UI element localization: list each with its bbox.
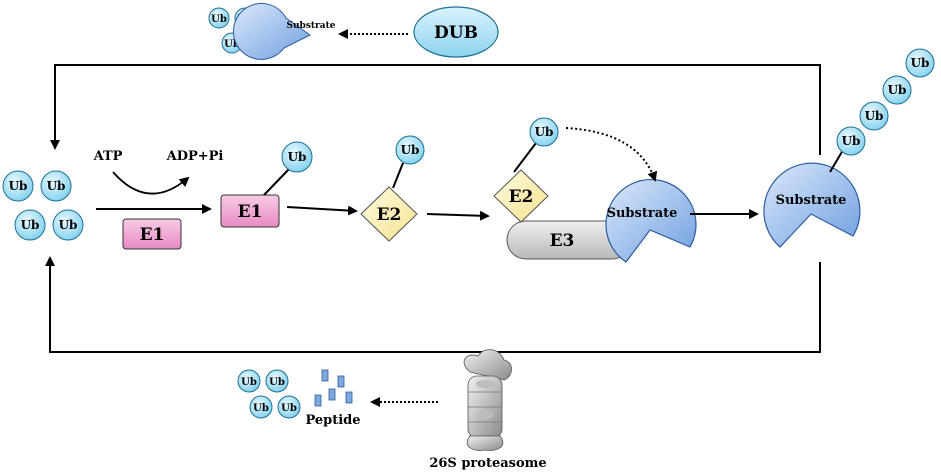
peptide-fragment: [345, 391, 353, 404]
ub-circle: [529, 117, 559, 147]
proteasome-illustration-icon: [463, 349, 512, 451]
ub-label: Ub: [21, 218, 40, 232]
substrate-pacman-icon: [605, 178, 697, 263]
e1-to-e2-arrow: [286, 205, 358, 216]
e2-label: E2: [509, 187, 534, 207]
ub-circle: [237, 369, 261, 393]
ub-label: Ub: [59, 218, 78, 232]
ub-circle: [395, 135, 425, 165]
substrate-pacman-icon: [763, 162, 861, 248]
ub-label: Ub: [211, 14, 227, 25]
e2-diamond: [360, 186, 418, 242]
ub-label: Ub: [253, 403, 269, 414]
ub-label: Ub: [224, 39, 240, 50]
ub-label: Ub: [535, 125, 554, 139]
ub-label: Ub: [842, 134, 861, 148]
ub-label: Ub: [865, 109, 884, 123]
ub-label: Ub: [9, 179, 28, 193]
e3-complex: E3 Substrate E2 Ub: [493, 117, 697, 263]
ub-circle: [52, 209, 84, 241]
e2-to-e3-arrow: [426, 210, 490, 221]
ub-circle: [2, 170, 34, 202]
bottom-cycle-line: [45, 256, 821, 353]
thioester-bond: [392, 162, 404, 189]
atp-curve-arrow: [112, 171, 190, 195]
substrate-pacman-icon: [232, 2, 311, 60]
peptide-fragment: [328, 388, 336, 401]
free-ub-pool: Ub Ub Ub Ub: [2, 170, 84, 241]
ub-label: Ub: [288, 150, 307, 164]
adp-pi-label: ADP+Pi: [166, 149, 224, 164]
ub-label: Ub: [888, 83, 907, 97]
thioester-bond: [513, 142, 537, 173]
e2-ub-complex: E2 Ub: [360, 135, 425, 242]
e2-diamond: [493, 169, 549, 223]
ub-circle: [265, 369, 289, 393]
thioester-bond: [263, 167, 291, 196]
e1-ub-complex: E1 Ub: [220, 141, 313, 228]
substrate-label: Substrate: [776, 193, 847, 208]
polyub-substrate: Substrate Ub Ub Ub Ub: [763, 48, 935, 248]
e1-label: E1: [140, 225, 165, 245]
peptide-fragment: [321, 369, 329, 382]
ub-circle: [40, 170, 72, 202]
ub-circle: [882, 75, 912, 105]
ub-chain-link: [829, 149, 844, 173]
e1-label: E1: [238, 202, 263, 222]
e1-box: [122, 218, 182, 250]
ub-circle: [836, 126, 866, 156]
top-cycle-line: [50, 64, 821, 155]
substrate-label: Substrate: [286, 21, 335, 31]
dub-enzyme: DUB: [413, 6, 499, 58]
ub-label: Ub: [47, 179, 66, 193]
ub-circle: [281, 141, 313, 173]
ub-circle: [277, 395, 301, 419]
peptide-fragment: [337, 375, 345, 388]
ub-label: Ub: [911, 56, 930, 70]
ub-circle: [859, 101, 889, 131]
ub-transfer-arrow: [565, 127, 658, 182]
ub-circle: [905, 48, 935, 78]
peptide-label: Peptide: [305, 413, 360, 428]
substrate-label: Substrate: [607, 206, 678, 221]
e1-free: E1: [122, 218, 182, 250]
ub-circle: [208, 7, 230, 29]
ub-label: Ub: [401, 143, 420, 157]
ub-label: Ub: [241, 377, 257, 388]
ub-circle: [249, 395, 273, 419]
free-ub-cluster-bottom: Ub Ub Ub Ub: [237, 369, 301, 419]
e1-box: [220, 194, 280, 228]
atp-label: ATP: [93, 149, 123, 164]
ub-circle: [14, 209, 46, 241]
substrate-top: Substrate: [232, 2, 336, 60]
proteasome-label: 26S proteasome: [429, 456, 546, 471]
dub-label: DUB: [434, 23, 478, 43]
dub-ellipse-icon: [413, 6, 499, 58]
peptide-fragment: [314, 394, 322, 407]
ub-label: Ub: [281, 403, 297, 414]
e3-label: E3: [550, 231, 575, 251]
peptide-fragments: [314, 369, 353, 407]
e2-label: E2: [377, 205, 402, 225]
ub-label: Ub: [269, 377, 285, 388]
